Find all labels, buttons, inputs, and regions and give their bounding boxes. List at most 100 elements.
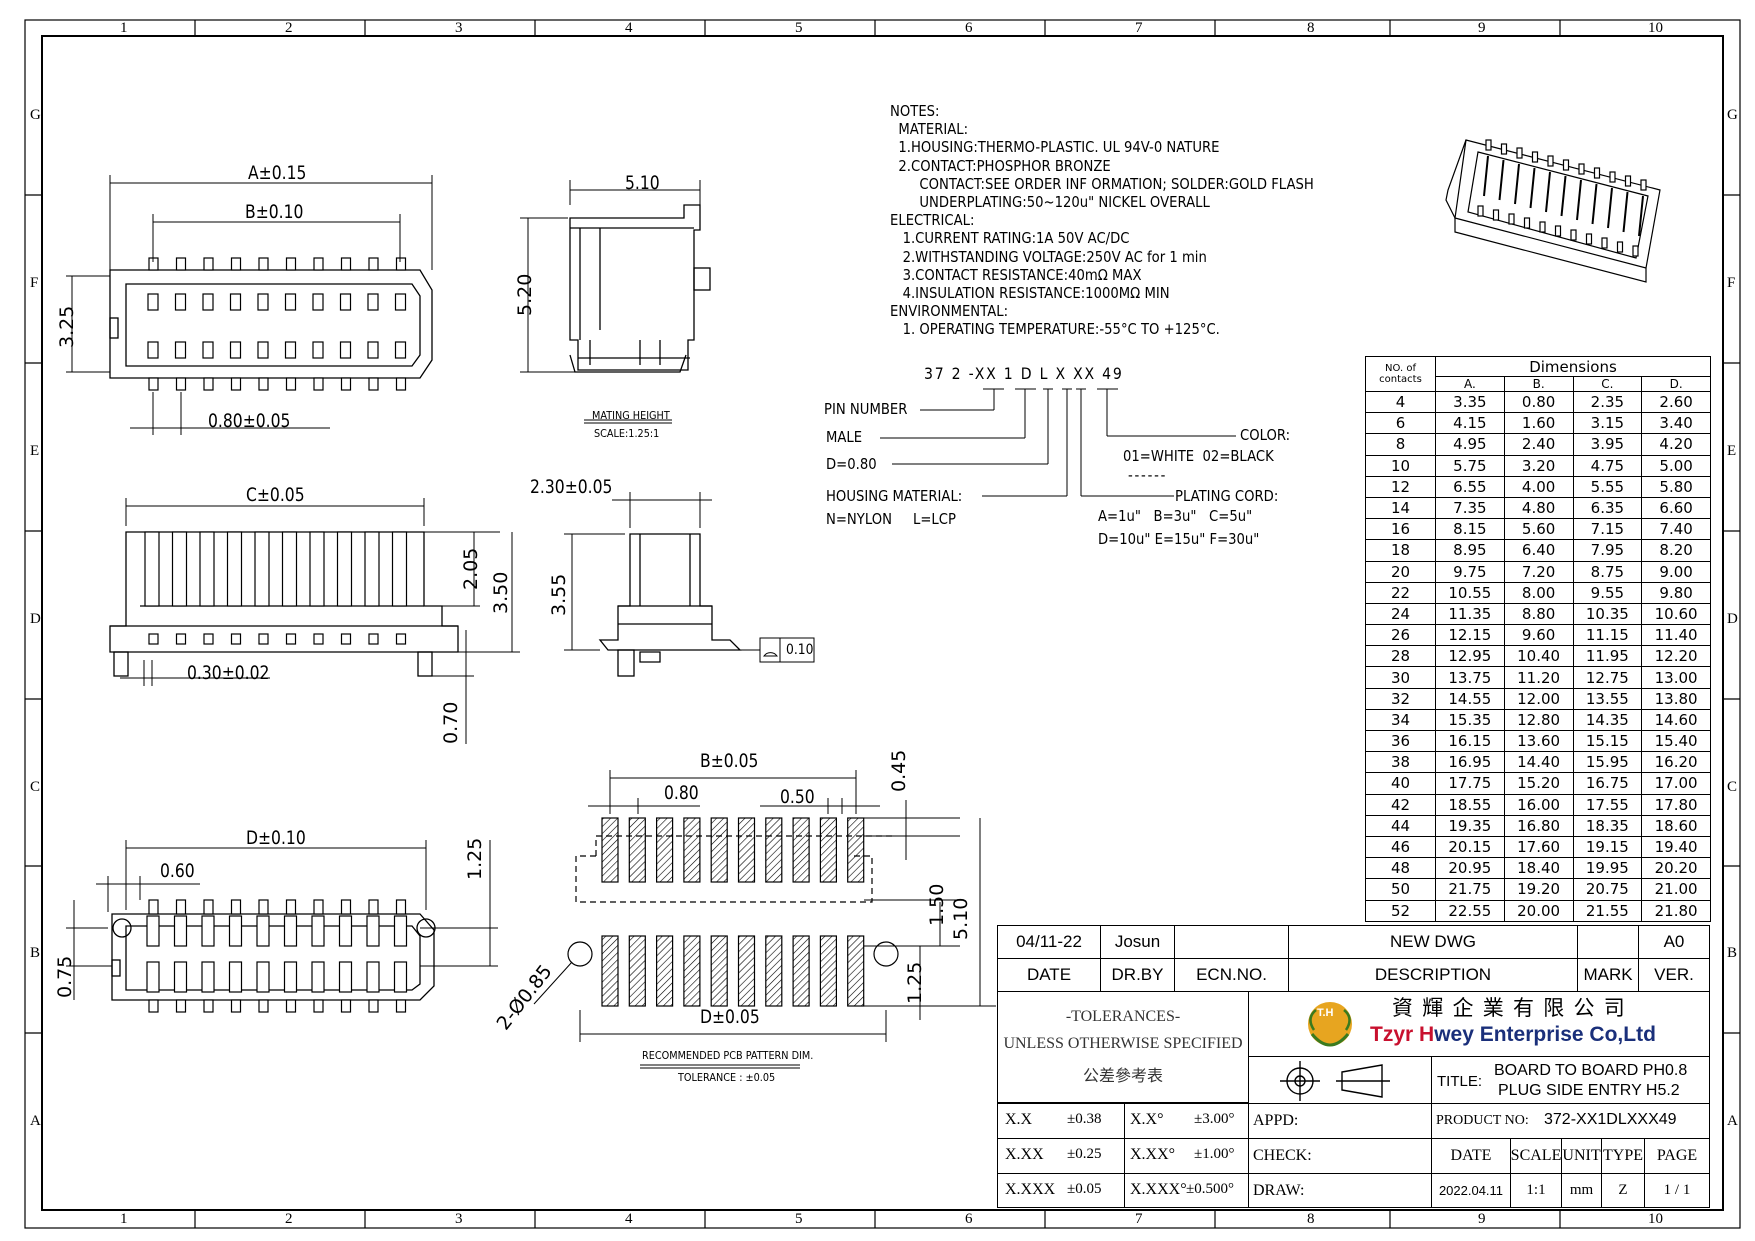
contact-pad <box>366 915 380 947</box>
pcb-pad <box>847 935 865 1007</box>
note-line: UNDERPLATING:50~120u" NICKEL OVERALL <box>890 193 1210 212</box>
dimension-cell: 13.60 <box>1503 729 1574 753</box>
iso-contact <box>1477 205 1484 217</box>
contact-tail <box>230 899 242 915</box>
company-en-h: H <box>1419 1023 1435 1046</box>
note-line: 2.CONTACT:PHOSPHOR BRONZE <box>890 156 1111 175</box>
contact-pad <box>173 915 188 947</box>
dimension-cell: 4.20 <box>1641 433 1711 456</box>
zone-col-label: 3 <box>455 20 463 36</box>
dimension-cell: 4.00 <box>1503 475 1574 498</box>
iso-contact <box>1593 167 1601 179</box>
zone-col-label: 5 <box>795 1211 803 1227</box>
dimension-cell: 18.60 <box>1641 814 1711 837</box>
dimension-cell: 14.35 <box>1572 708 1643 732</box>
contact-foot <box>258 633 269 645</box>
dimension-cell: 10.40 <box>1503 645 1574 668</box>
dimension-cell: 2.60 <box>1641 390 1711 414</box>
order-plating-line1: A=1u" B=3u" C=5u" <box>1098 507 1253 525</box>
tol-xxx: X.XXX <box>1005 1181 1056 1198</box>
dimension-cell: 3.35 <box>1435 390 1505 414</box>
tolerance-header-box: -TOLERANCES- UNLESS OTHERWISE SPECIFIED … <box>997 991 1249 1103</box>
contact-slot <box>147 341 159 359</box>
zone-col-label: 10 <box>1648 20 1663 36</box>
zone-row-label: G <box>30 107 41 123</box>
dimension-cell: 6.35 <box>1572 496 1643 520</box>
iso-contact <box>1640 179 1647 191</box>
tol-xxx-value: ±0.05 <box>1067 1181 1102 1197</box>
dimension-cell: 20.20 <box>1641 857 1711 880</box>
dim-bottom-125: 1.25 <box>464 837 486 880</box>
note-line: ELECTRICAL: <box>890 211 975 230</box>
dimension-cell: 7.40 <box>1641 518 1711 541</box>
col-no-contacts: NO. of contacts <box>1365 356 1436 392</box>
dimension-cell: 11.15 <box>1572 624 1643 647</box>
zone-row-label: F <box>30 275 39 291</box>
dimension-cell: 15.15 <box>1572 729 1643 753</box>
dim-side-510: 5.10 <box>625 172 660 194</box>
hdr-mark: MARK <box>1577 958 1639 992</box>
dimension-cell: 3.15 <box>1572 412 1643 435</box>
notes-block: NOTES: MATERIAL: 1.HOUSING:THERMO-PLASTI… <box>890 102 1314 339</box>
contact-slot <box>394 341 407 359</box>
contact-tail <box>285 999 297 1013</box>
dimension-cell: 3.40 <box>1641 412 1711 435</box>
contact-tail <box>175 999 187 1013</box>
contacts-cell: 44 <box>1365 814 1436 837</box>
tol-xxx-angle: X.XXX° <box>1130 1181 1187 1198</box>
contact-slot <box>229 293 242 311</box>
dimension-cell: 8.15 <box>1435 518 1505 541</box>
dim-pcb-050: 0.50 <box>780 786 815 808</box>
dimension-cell: 9.00 <box>1641 560 1711 583</box>
footer-scale-value: 1:1 <box>1510 1173 1562 1208</box>
dimension-cell: 14.40 <box>1503 751 1574 774</box>
dimension-cell: 11.95 <box>1572 645 1643 668</box>
zone-row-label: D <box>30 611 41 627</box>
dimension-cell: 8.95 <box>1435 539 1505 562</box>
dimension-cell: 4.95 <box>1435 433 1505 456</box>
dimension-cell: 19.15 <box>1572 835 1643 859</box>
iso-contact <box>1578 163 1585 175</box>
contact-tail <box>258 999 269 1013</box>
contact-pad <box>311 961 325 993</box>
dimension-cell: 11.40 <box>1641 624 1711 647</box>
dimension-cell: 11.20 <box>1503 666 1574 689</box>
dim-end-230: 2.30±0.05 <box>530 476 613 498</box>
pcb-pad <box>765 817 783 883</box>
contacts-cell: 52 <box>1365 899 1436 922</box>
contact-tail <box>285 257 297 271</box>
dimension-cell: 13.00 <box>1641 666 1711 689</box>
zone-col-label: 1 <box>120 20 128 36</box>
company-box <box>1248 991 1710 1057</box>
tol-xx-angle-value: ±1.00° <box>1194 1146 1235 1162</box>
pcb-pad <box>601 935 619 1007</box>
note-line: MATERIAL: <box>890 120 969 139</box>
dimension-cell: 12.80 <box>1503 708 1574 732</box>
iso-contact <box>1508 213 1515 225</box>
dimension-cell: 18.55 <box>1435 793 1505 816</box>
dimension-cell: 10.35 <box>1572 602 1643 626</box>
contact-pad <box>366 961 380 993</box>
iso-contact <box>1616 241 1624 253</box>
dim-front-205: 2.05 <box>460 547 482 590</box>
contact-slot <box>284 341 297 359</box>
pcb-pad <box>683 935 701 1007</box>
tol-x: X.X <box>1005 1111 1033 1128</box>
order-color: COLOR: <box>1240 426 1291 444</box>
company-name-cn: 資 輝 企 業 有 限 公 司 <box>1392 996 1627 1020</box>
tol-x-angle: X.X° <box>1130 1111 1164 1128</box>
contact-tail <box>395 999 407 1013</box>
zone-col-label: 6 <box>965 20 973 36</box>
contact-foot <box>368 633 379 645</box>
contact-tail <box>175 899 187 915</box>
contacts-cell: 20 <box>1365 560 1436 583</box>
dimension-cell: 17.80 <box>1641 793 1711 816</box>
rev-by: Josun <box>1100 925 1175 959</box>
contacts-cell: 12 <box>1365 475 1436 498</box>
contact-blade <box>254 531 270 607</box>
